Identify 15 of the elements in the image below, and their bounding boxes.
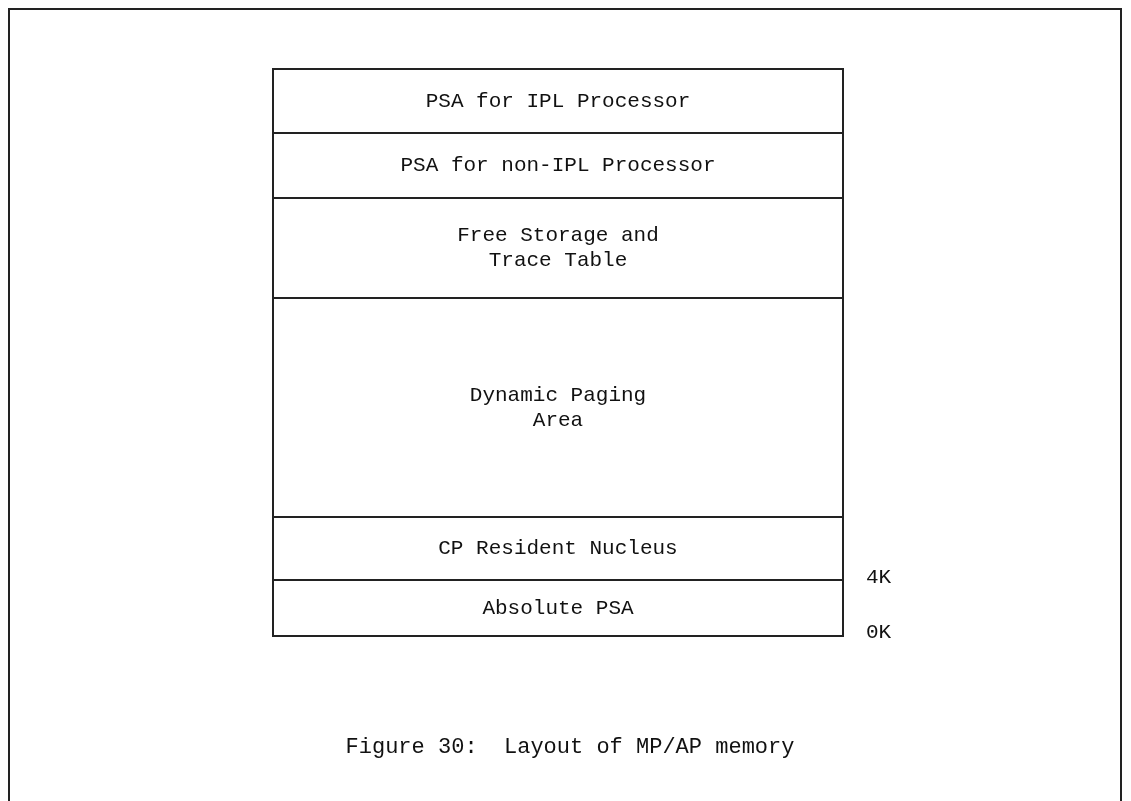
region-label: Dynamic Paging Area bbox=[468, 382, 648, 433]
address-label: 0K bbox=[866, 621, 892, 644]
address-label: 4K bbox=[866, 566, 892, 589]
figure-caption: Figure 30: Layout of MP/AP memory bbox=[344, 735, 796, 760]
memory-region bbox=[272, 197, 844, 299]
memory-region bbox=[272, 68, 844, 134]
memory-region bbox=[272, 132, 844, 199]
memory-region bbox=[272, 516, 844, 581]
region-label: PSA for IPL Processor bbox=[425, 88, 691, 114]
region-label: CP Resident Nucleus bbox=[438, 536, 678, 561]
region-label: Absolute PSA bbox=[482, 595, 634, 621]
region-label: PSA for non-IPL Processor bbox=[400, 153, 716, 178]
memory-region bbox=[272, 297, 844, 518]
region-label: Free Storage and Trace Table bbox=[456, 223, 660, 273]
memory-region bbox=[272, 579, 844, 637]
